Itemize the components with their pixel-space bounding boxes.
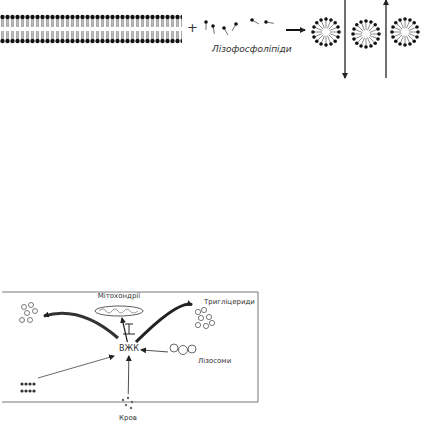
lipid-head xyxy=(319,18,323,22)
node-text: Лізосоми xyxy=(198,357,231,366)
lipid-head xyxy=(333,39,337,43)
lipid-head xyxy=(416,30,420,34)
lipid-head xyxy=(391,35,395,39)
flow-arrow xyxy=(128,356,130,394)
lipid-head xyxy=(394,21,398,25)
node-text: Кров xyxy=(110,414,146,423)
down-arrow xyxy=(344,0,345,78)
membrane-fragment xyxy=(20,382,35,392)
cell-outline xyxy=(2,292,258,402)
lipid-head xyxy=(211,24,215,28)
lipid-head xyxy=(394,39,398,43)
plus-sign: + xyxy=(187,20,198,35)
thick-arrow xyxy=(44,313,118,338)
thick-arrow xyxy=(136,304,192,342)
lipid-head xyxy=(312,35,316,39)
lipid-head xyxy=(234,22,238,26)
lipid-head xyxy=(333,21,337,25)
lipid-head xyxy=(377,32,381,36)
lipid-head xyxy=(415,35,419,39)
lipid-head xyxy=(336,35,340,39)
lipid-head xyxy=(376,37,380,41)
lipid-head xyxy=(369,20,373,24)
lipid-head xyxy=(352,37,356,41)
lipid-head xyxy=(408,42,412,46)
micelles xyxy=(311,17,420,49)
lipid-head xyxy=(376,27,380,31)
lipid-head xyxy=(264,20,268,24)
lipid-head xyxy=(359,44,363,48)
fatty-acids: ВЖК xyxy=(117,342,141,356)
lipid-head xyxy=(312,25,316,29)
lipid-head xyxy=(336,25,340,29)
lipid-head xyxy=(319,42,323,46)
lipid-head xyxy=(329,18,333,22)
lipid-head xyxy=(355,23,359,27)
lipid-head xyxy=(329,42,333,46)
reaction-arrow xyxy=(286,29,305,31)
up-arrow xyxy=(385,0,386,78)
lipid-head xyxy=(315,21,319,25)
lipid-head xyxy=(222,26,226,30)
lipid-head xyxy=(250,18,254,22)
lipid-head xyxy=(408,18,412,22)
lipid-head xyxy=(352,27,356,31)
lipid-head xyxy=(373,23,377,27)
lipid-head xyxy=(324,43,328,47)
mitochondria: Мітохондрії xyxy=(86,292,152,318)
flow-arrow xyxy=(122,318,127,342)
leader-arrow xyxy=(38,356,114,378)
lipid-head xyxy=(351,32,355,36)
lipid-head xyxy=(324,17,328,21)
lipid-head xyxy=(391,25,395,29)
lipid-head xyxy=(311,30,315,34)
node-text: Тригліцериди xyxy=(204,298,255,307)
lipid-head xyxy=(403,17,407,21)
lipid-head xyxy=(412,21,416,25)
lipid-head xyxy=(398,18,402,22)
component-label: Лізофосфоліпіди xyxy=(212,44,292,54)
lipid-head xyxy=(398,42,402,46)
lipid-head xyxy=(355,41,359,45)
lipid-head xyxy=(315,39,319,43)
lysophospholipids xyxy=(204,18,274,35)
lipid-head xyxy=(337,30,341,34)
flow-arrow xyxy=(141,350,168,352)
triglyceride-droplets: Тригліцериди xyxy=(192,298,260,334)
lysosomes: Лізосоми xyxy=(168,342,248,368)
lipid-head xyxy=(415,25,419,29)
membrane-bilayer xyxy=(0,14,182,44)
left-droplets xyxy=(20,303,38,323)
lipid-head xyxy=(359,20,363,24)
node-text: Мітохондрії xyxy=(86,292,152,301)
lipid-head xyxy=(204,20,208,24)
lipid-head xyxy=(373,41,377,45)
lipid-head xyxy=(412,39,416,43)
lipid-head xyxy=(369,44,373,48)
lipid-head xyxy=(364,45,368,49)
lipid-head xyxy=(364,19,368,23)
lipid-head xyxy=(403,43,407,47)
blood: Кров xyxy=(110,394,146,424)
node-text: ВЖК xyxy=(117,344,141,353)
lipid-head xyxy=(390,30,394,34)
